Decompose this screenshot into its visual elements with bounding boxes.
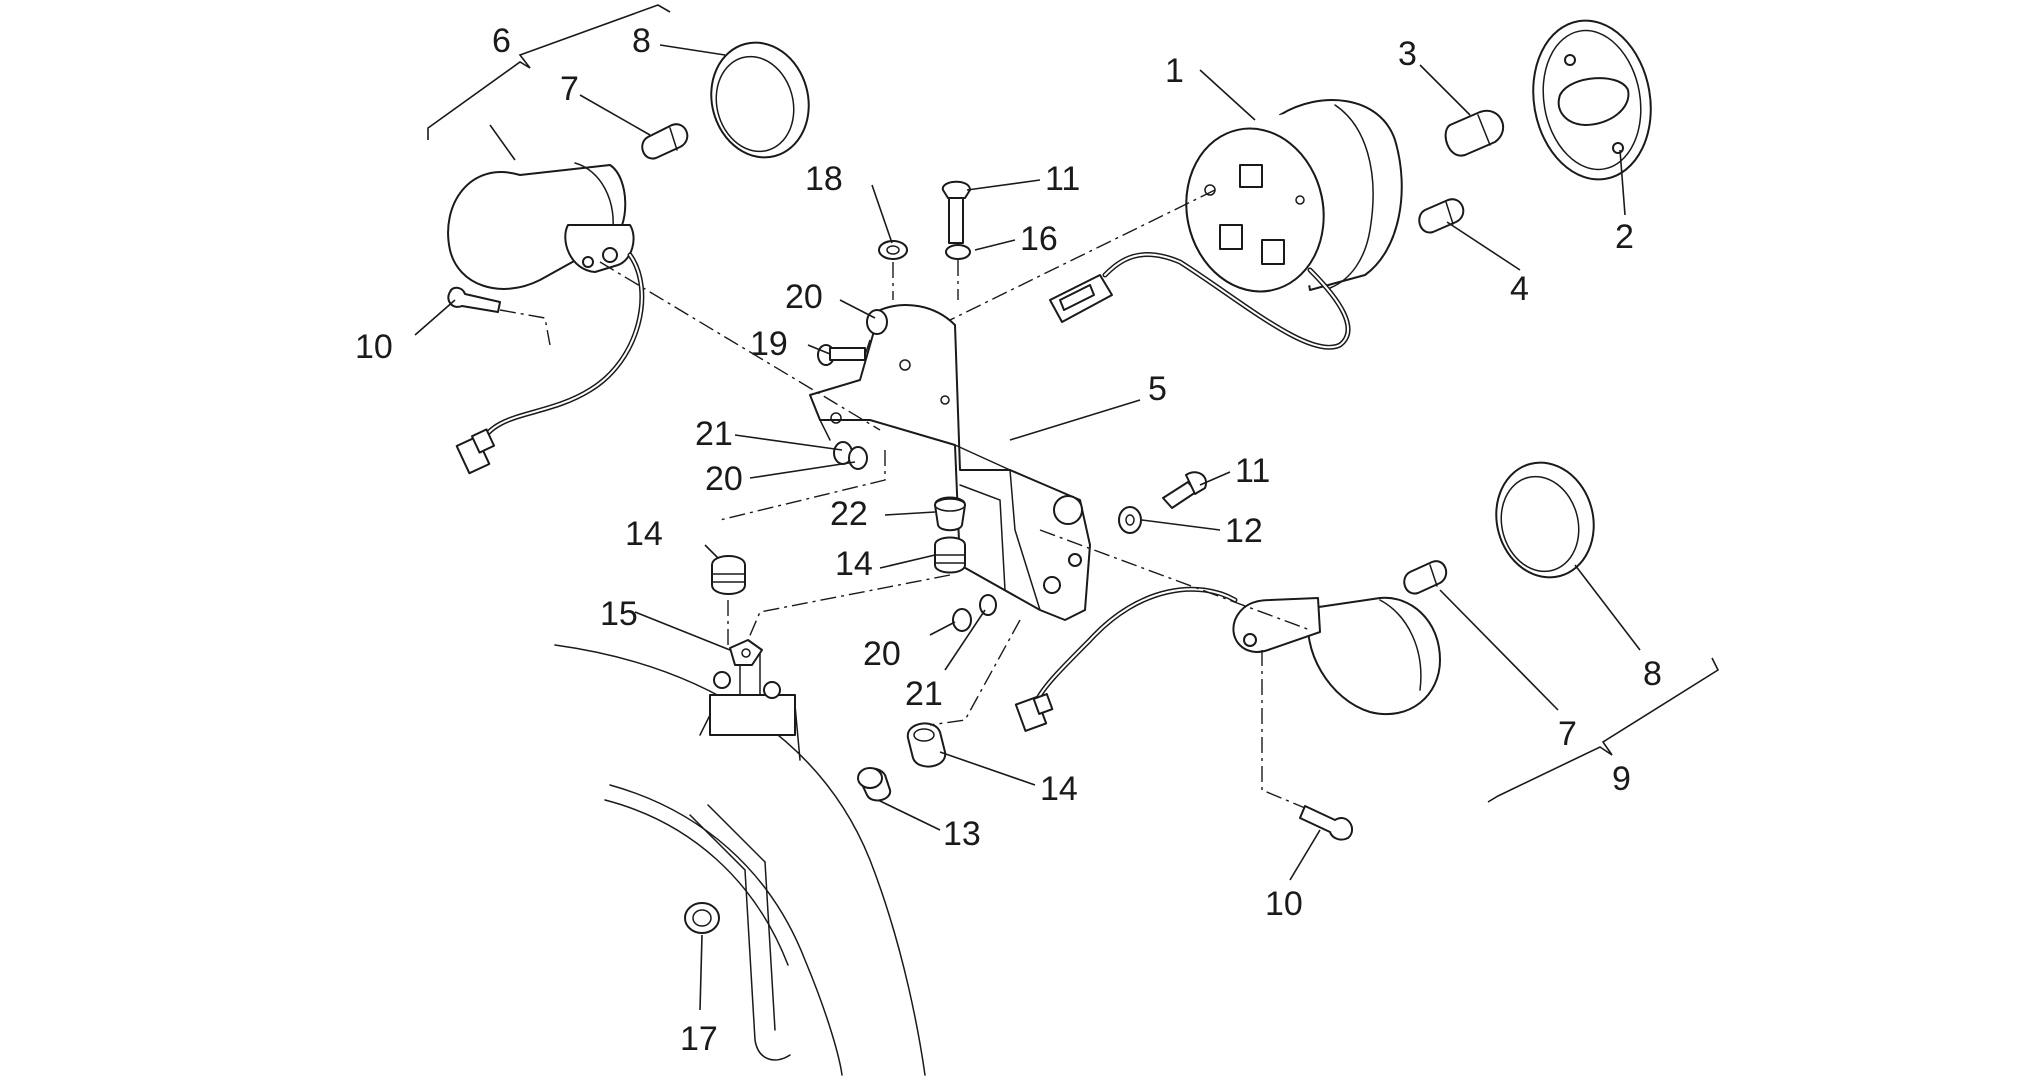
grommet-14-bottom: [906, 722, 947, 768]
bulb-4: [1418, 198, 1465, 234]
callout-16: 16: [1020, 220, 1058, 258]
callout-11-right: 11: [1235, 452, 1270, 490]
washer-20-bottom: [952, 608, 972, 632]
screw-19: [817, 344, 866, 366]
assembly-axis-lines: [499, 189, 1311, 809]
tail-light-lens: [1532, 19, 1652, 181]
screw-10-right: [1299, 805, 1354, 841]
leader-lines: [414, 44, 1641, 1011]
left-turn-signal: [447, 162, 645, 475]
assembly-bracket-6: [427, 4, 671, 140]
bulb-7-left: [641, 123, 689, 160]
callout-9: 9: [1612, 760, 1631, 798]
callout-20-bottom: 20: [863, 635, 901, 673]
grommet-14-mid: [934, 536, 966, 574]
callout-7-left: 7: [560, 70, 579, 108]
clip-15: [729, 639, 763, 666]
bulb-3: [1444, 109, 1505, 157]
callout-20-top: 20: [785, 278, 823, 316]
grommet-14-left: [711, 555, 746, 595]
callout-14-bottom: 14: [1040, 770, 1078, 808]
tail-light: [1049, 99, 1403, 350]
rear-fender: [554, 644, 926, 1076]
callout-8-left: 8: [632, 22, 651, 60]
washer-20-left: [848, 446, 868, 470]
callout-12: 12: [1225, 512, 1263, 550]
callout-15: 15: [600, 595, 638, 633]
callout-10-left: 10: [355, 328, 393, 366]
callout-3: 3: [1398, 35, 1417, 73]
right-turn-signal: [1014, 586, 1441, 732]
bolt-11-top: [941, 180, 971, 244]
callout-21-bottom: 21: [905, 675, 943, 713]
callout-18: 18: [805, 160, 843, 198]
bushing-22: [934, 496, 966, 532]
assembly-bracket-9: [1487, 657, 1720, 803]
callout-13: 13: [943, 815, 981, 853]
callout-11-top: 11: [1045, 160, 1080, 198]
washer-12: [1118, 506, 1142, 534]
callout-2: 2: [1615, 218, 1634, 256]
nut-17: [684, 902, 720, 934]
lens-ring-left: [710, 41, 810, 159]
mounting-bracket: [809, 304, 1091, 621]
callout-19: 19: [750, 325, 788, 363]
callout-1: 1: [1165, 52, 1184, 90]
callout-5: 5: [1148, 370, 1167, 408]
callout-6: 6: [492, 22, 511, 60]
screw-10-left: [447, 286, 501, 313]
callout-14-mid: 14: [835, 545, 873, 583]
callout-10-right: 10: [1265, 885, 1303, 923]
callout-7-right: 7: [1558, 715, 1577, 753]
washer-20-top: [866, 309, 888, 335]
bulb-7-right: [1403, 560, 1448, 595]
callout-17: 17: [680, 1020, 718, 1058]
lens-ring-right: [1495, 461, 1595, 579]
nut-21-bottom: [979, 594, 997, 616]
callout-22: 22: [830, 495, 868, 533]
callout-labels: 1 2 3 4 5 6 7 7 8 8 9 10 10 11 11 12 13 …: [355, 22, 1662, 1058]
bushing-13: [857, 767, 892, 802]
callout-21-left: 21: [695, 415, 733, 453]
callout-4: 4: [1510, 270, 1529, 308]
nut-18: [878, 240, 908, 260]
callout-8-right: 8: [1643, 655, 1662, 693]
washer-16: [945, 244, 971, 260]
callout-20-left: 20: [705, 460, 743, 498]
callout-14-left: 14: [625, 515, 663, 553]
bolt-11-right: [1162, 471, 1208, 509]
